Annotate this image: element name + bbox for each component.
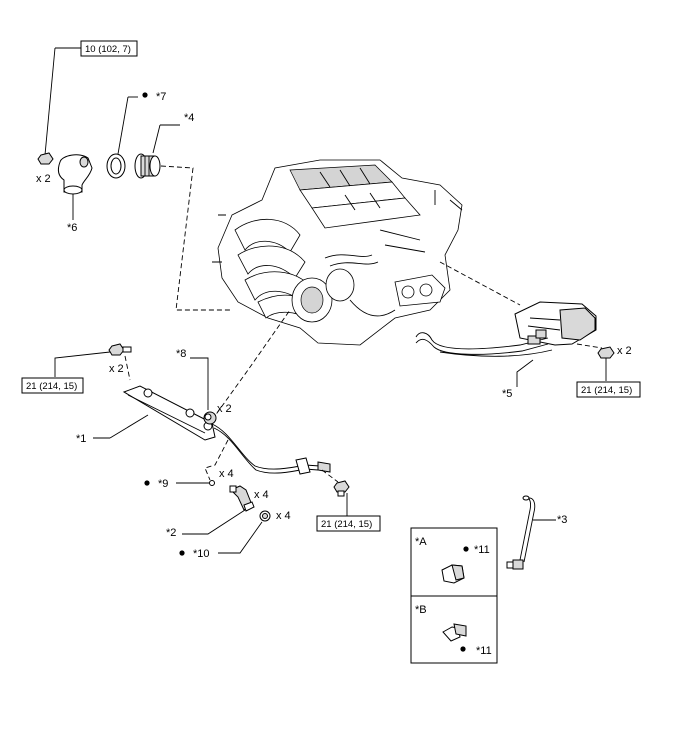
quantity-10: x 4	[276, 510, 291, 522]
torque-spec-text-top: 10 (102, 7)	[85, 44, 131, 55]
insulator-part	[203, 411, 217, 425]
torque-spec-text-right: 21 (214, 15)	[581, 385, 632, 396]
callout-5: *5	[502, 388, 512, 400]
non-reusable-dot-icon-11b	[460, 646, 466, 652]
detail-views-box	[410, 527, 498, 664]
quantity-insulator: x 2	[217, 403, 232, 415]
o-ring-small	[209, 480, 215, 486]
torque-spec-box-bottom: 21 (214, 15)	[316, 515, 381, 532]
callout-6: *6	[67, 222, 77, 234]
bolt-canister-right	[597, 346, 615, 359]
quantity-bolt-top: x 2	[36, 173, 51, 185]
quantity-9: x 4	[219, 468, 234, 480]
non-reusable-dot-icon-10	[179, 550, 185, 556]
callout-2: *2	[166, 527, 176, 539]
callout-10: *10	[193, 548, 210, 560]
bolt-top-left	[37, 152, 54, 165]
engine-assembly-illustration	[212, 159, 463, 346]
callout-1: *1	[76, 433, 86, 445]
fuel-injector-part	[229, 485, 255, 512]
non-reusable-dot-icon-11a	[463, 546, 469, 552]
torque-spec-text-bottom: 21 (214, 15)	[321, 519, 372, 530]
detail-view-b-label: *B	[415, 604, 427, 616]
water-inlet-part	[57, 154, 93, 195]
torque-spec-box-left: 21 (214, 15)	[21, 377, 84, 394]
quantity-bolt-left: x 2	[109, 363, 124, 375]
quantity-2: x 4	[254, 489, 269, 501]
callout-9: *9	[158, 478, 168, 490]
torque-spec-box-top: 10 (102, 7)	[80, 40, 138, 57]
detail-view-a-label: *A	[415, 536, 427, 548]
callout-11a: *11	[474, 544, 490, 556]
torque-spec-text-left: 21 (214, 15)	[26, 381, 77, 392]
thermostat-part	[134, 153, 161, 179]
callout-11b: *11	[476, 645, 492, 657]
canister-assembly	[415, 301, 597, 357]
callout-3: *3	[557, 514, 567, 526]
bolt-fuel-line-bottom	[333, 480, 350, 497]
retainer-clip-a	[441, 564, 465, 584]
callout-4: *4	[184, 112, 194, 124]
gasket-ring	[106, 153, 126, 179]
non-reusable-dot-icon-9	[144, 480, 150, 486]
torque-spec-box-right: 21 (214, 15)	[576, 381, 641, 398]
callout-7: *7	[156, 91, 166, 103]
non-reusable-dot-icon	[142, 92, 148, 98]
retainer-clip-b	[442, 623, 467, 642]
fuel-hose-part	[506, 495, 536, 570]
injector-seal-part	[259, 510, 271, 522]
callout-8: *8	[176, 348, 186, 360]
quantity-canister-bolt: x 2	[617, 345, 632, 357]
bolt-fuel-pipe-left	[108, 343, 132, 356]
